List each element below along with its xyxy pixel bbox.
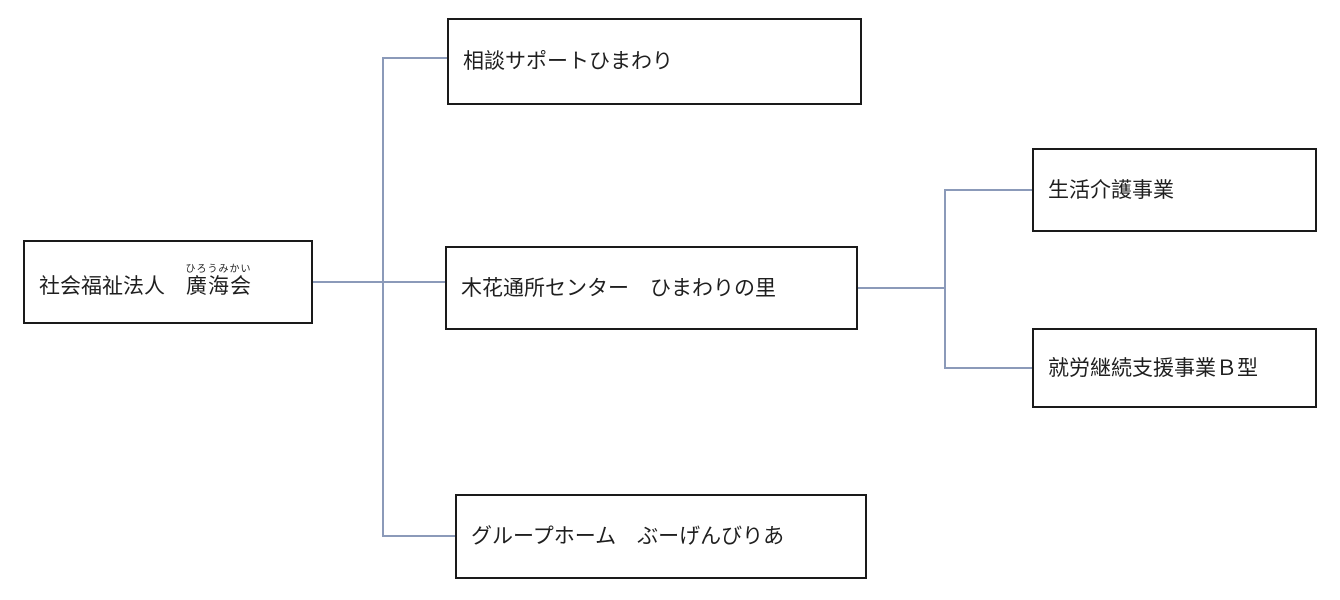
node-label: 木花通所センター ひまわりの里 xyxy=(461,275,776,300)
connector-root-to-kibana-center xyxy=(313,281,445,283)
node-label: 就労継続支援事業Ｂ型 xyxy=(1048,355,1258,380)
node-soudan-support-himawari: 相談サポートひまわり xyxy=(447,18,862,105)
houjin-label: 社会福祉法人 廣海会ひろうみかい xyxy=(39,264,252,299)
connector-trunk-left xyxy=(382,57,384,537)
node-shurou-keizoku-shien-b: 就労継続支援事業Ｂ型 xyxy=(1032,328,1317,408)
node-label: グループホーム ぶーげんびりあ xyxy=(471,524,785,549)
connector-trunk-to-soudan xyxy=(382,57,447,59)
node-houjin-root: 社会福祉法人 廣海会ひろうみかい xyxy=(23,240,313,324)
connector-trunk-to-group-home xyxy=(382,535,455,537)
node-label: 生活介護事業 xyxy=(1048,177,1174,202)
furigana-label: ひろうみかい xyxy=(185,264,252,276)
node-label: 相談サポートひまわり xyxy=(463,49,673,74)
connector-trunk-to-shuro xyxy=(944,367,1032,369)
houjin-ruby: 廣海会ひろうみかい xyxy=(185,264,252,299)
node-group-home-bougainvillea: グループホーム ぶーげんびりあ xyxy=(455,494,867,579)
node-seikatsu-kaigo-jigyou: 生活介護事業 xyxy=(1032,148,1317,232)
connector-trunk-to-seikatsu xyxy=(944,189,1032,191)
node-kibana-center-himawari-no-sato: 木花通所センター ひまわりの里 xyxy=(445,246,858,330)
connector-trunk-right xyxy=(944,189,946,369)
connector-kibana-to-trunk xyxy=(858,287,946,289)
